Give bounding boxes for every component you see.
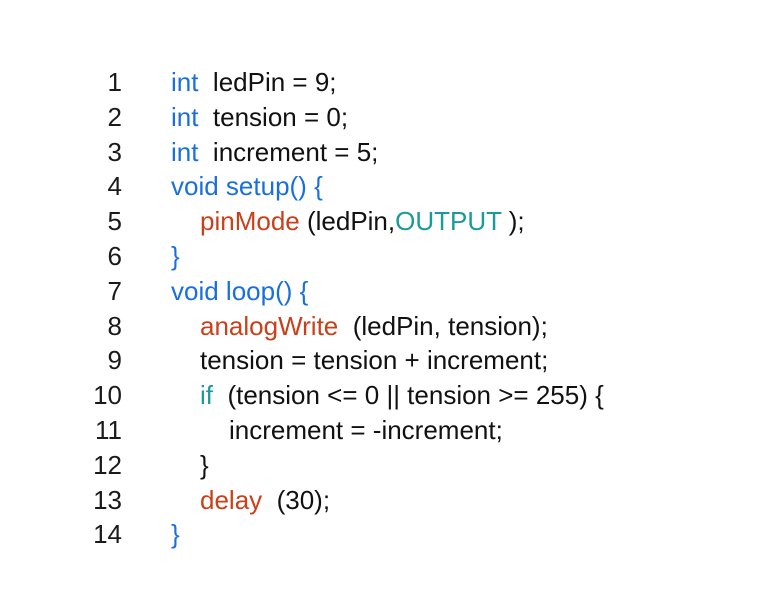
code-text: pinMode (ledPin,OUTPUT ); bbox=[200, 204, 525, 239]
constant-token: if bbox=[200, 380, 213, 411]
keyword-token: int bbox=[171, 101, 199, 132]
code-token: increment = -increment; bbox=[229, 414, 503, 445]
code-token: increment = 5; bbox=[198, 136, 379, 167]
keyword-token: } bbox=[171, 519, 180, 550]
code-line: 8 analogWrite (ledPin, tension); bbox=[0, 309, 765, 344]
code-line: 10 if (tension <= 0 || tension >= 255) { bbox=[0, 378, 765, 413]
function-token: pinMode bbox=[200, 206, 300, 237]
line-number: 1 bbox=[107, 67, 122, 97]
line-number: 11 bbox=[95, 414, 122, 445]
line-number: 5 bbox=[107, 206, 122, 237]
code-text: } bbox=[171, 517, 180, 552]
code-token: ); bbox=[501, 206, 525, 237]
code-text: int tension = 0; bbox=[171, 100, 348, 135]
code-token: ledPin = 9; bbox=[198, 67, 337, 97]
keyword-token: int bbox=[171, 67, 199, 97]
code-line: 1 int ledPin = 9; bbox=[0, 65, 765, 100]
constant-token: OUTPUT bbox=[395, 206, 502, 237]
function-token: delay bbox=[200, 484, 263, 515]
line-number: 7 bbox=[107, 275, 122, 306]
code-line: 12} bbox=[0, 448, 765, 483]
code-text: if (tension <= 0 || tension >= 255) { bbox=[200, 378, 604, 413]
code-text: void loop() { bbox=[171, 274, 308, 309]
code-text: analogWrite (ledPin, tension); bbox=[200, 309, 548, 344]
code-listing: 1 int ledPin = 9; 2 int tension = 0; 3 int in… bbox=[0, 65, 765, 552]
line-number: 2 bbox=[107, 101, 122, 132]
code-text: increment = -increment; bbox=[229, 413, 503, 448]
code-text: } bbox=[200, 448, 209, 483]
code-token: } bbox=[200, 449, 209, 480]
line-number: 14 bbox=[93, 519, 122, 550]
code-line: 7 void loop() { bbox=[0, 274, 765, 309]
line-number: 4 bbox=[107, 171, 122, 202]
line-number: 6 bbox=[107, 240, 122, 271]
line-number: 3 bbox=[107, 136, 122, 167]
code-line: 6} bbox=[0, 239, 765, 274]
code-token: (ledPin, bbox=[299, 206, 396, 237]
code-line: 2 int tension = 0; bbox=[0, 100, 765, 135]
line-number: 8 bbox=[107, 310, 122, 341]
line-number: 9 bbox=[107, 345, 122, 376]
code-token: (tension <= 0 || tension >= 255) { bbox=[213, 380, 604, 411]
function-token: analogWrite bbox=[200, 310, 339, 341]
keyword-token: void loop() { bbox=[171, 275, 309, 306]
keyword-token: } bbox=[171, 240, 180, 271]
code-line: 11 increment = -increment; bbox=[0, 413, 765, 448]
code-text: int increment = 5; bbox=[171, 135, 378, 170]
code-line: 14} bbox=[0, 517, 765, 552]
line-number: 13 bbox=[93, 484, 122, 515]
line-number: 12 bbox=[93, 449, 122, 480]
line-number: 10 bbox=[93, 380, 122, 411]
code-text: void setup() { bbox=[171, 169, 323, 204]
code-text: } bbox=[171, 239, 180, 274]
code-line: 5 pinMode (ledPin,OUTPUT ); bbox=[0, 204, 765, 239]
code-token: (30); bbox=[262, 484, 331, 515]
code-line: 9 tension = tension + increment; bbox=[0, 343, 765, 378]
code-line: 3 int increment = 5; bbox=[0, 135, 765, 170]
code-text: delay (30); bbox=[200, 483, 330, 518]
code-line: 4 void setup() { bbox=[0, 169, 765, 204]
code-token: tension = 0; bbox=[198, 101, 349, 132]
code-line: 13 delay (30); bbox=[0, 483, 765, 518]
keyword-token: int bbox=[171, 136, 199, 167]
code-token: tension = tension + increment; bbox=[200, 345, 549, 376]
code-token: (ledPin, tension); bbox=[338, 310, 548, 341]
keyword-token: void setup() { bbox=[171, 171, 323, 202]
code-text: tension = tension + increment; bbox=[200, 343, 548, 378]
code-text: int ledPin = 9; bbox=[171, 65, 337, 100]
